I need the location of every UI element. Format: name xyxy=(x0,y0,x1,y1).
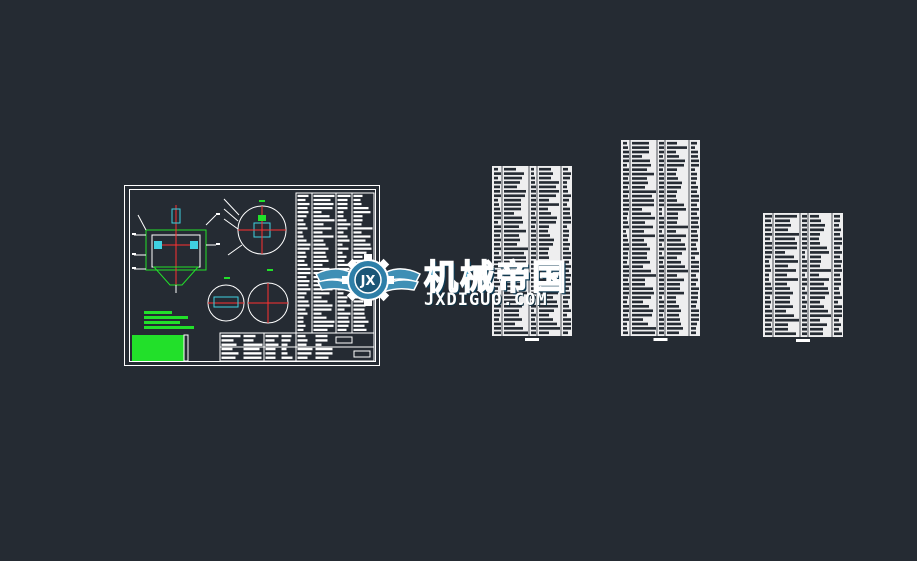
detail-view-b xyxy=(207,284,245,322)
gear-wings-logo-icon: JX xyxy=(314,254,422,306)
brand-domain: JXDIGUO.COM xyxy=(424,290,548,310)
title-block xyxy=(219,332,375,362)
bom-table-sheet-2[interactable] xyxy=(621,140,700,342)
bom-table-graphic-3 xyxy=(763,213,843,342)
detail-view-c xyxy=(247,282,289,324)
vessel-section xyxy=(134,205,217,293)
technical-notes-block xyxy=(132,311,194,361)
bom-table-sheet-1[interactable] xyxy=(492,166,572,342)
brand-watermark: JX 机械帝国 JXDIGUO.COM xyxy=(312,248,608,314)
bom-table-graphic-1 xyxy=(492,166,572,341)
detail-view-a xyxy=(223,198,287,256)
brand-name-chinese: 机械帝国 xyxy=(423,257,568,299)
logo-letters: JX xyxy=(360,274,376,289)
bom-table-graphic-2 xyxy=(621,140,700,341)
bom-table-sheet-3[interactable] xyxy=(763,213,843,343)
